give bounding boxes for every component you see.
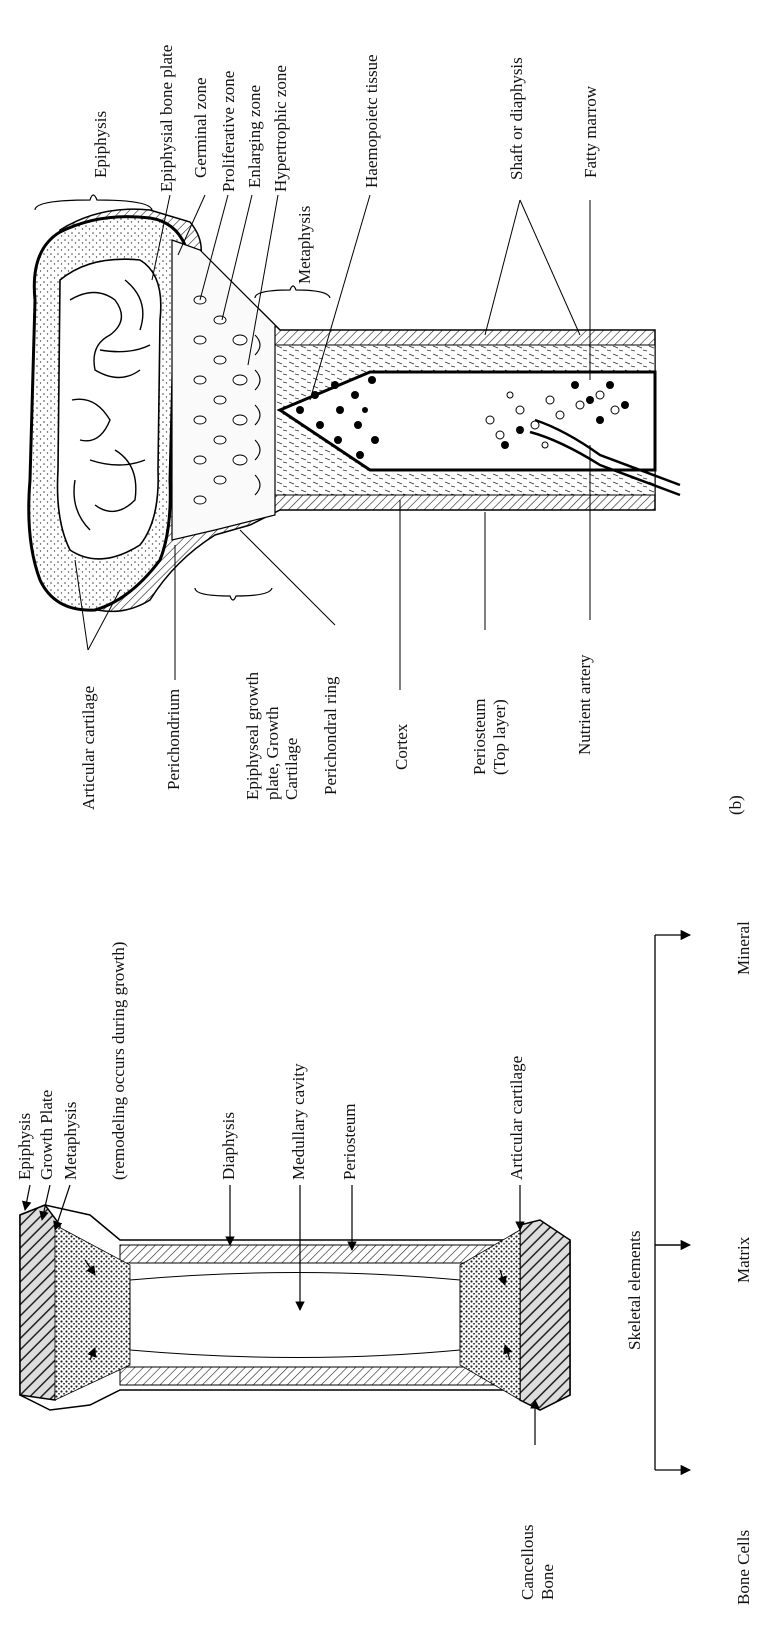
tree-child-mineral: Mineral bbox=[735, 921, 752, 975]
label-nutrient-artery: Nutrient artery bbox=[576, 654, 593, 755]
label-fatty-marrow: Fatty marrow bbox=[582, 86, 599, 178]
label-articular-cartilage-a: Articular cartilage bbox=[508, 1056, 525, 1180]
panel-label-b: (b) bbox=[727, 795, 744, 815]
label-articular-cartilage-b: Articular cartilage bbox=[80, 686, 97, 810]
label-periosteum-b: Periosteum (Top layer) bbox=[470, 699, 509, 776]
label-proliferative-zone: Proliferative zone bbox=[220, 71, 237, 192]
label-epiphysis-b: Epiphysis bbox=[92, 111, 109, 178]
label-enlarging-zone: Enlarging zone bbox=[246, 85, 263, 188]
epiphysis-trabeculae bbox=[58, 259, 161, 559]
tree-child-bone-cells: Bone Cells bbox=[735, 1530, 752, 1605]
label-growth-plate-a: Growth Plate bbox=[38, 1090, 55, 1180]
tree-child-matrix: Matrix bbox=[735, 1237, 752, 1283]
label-epiphysis-a: Epiphysis bbox=[16, 1113, 33, 1180]
label-cancellous-bone: Cancellous Bone bbox=[518, 1524, 557, 1600]
skeletal-elements-tree bbox=[655, 935, 690, 1470]
label-remodeling-note: (remodeling occurs during growth) bbox=[110, 942, 127, 1180]
label-metaphysis-a: Metaphysis bbox=[62, 1102, 79, 1180]
growth-plate bbox=[172, 240, 275, 540]
label-medullary-cavity: Medullary cavity bbox=[290, 1063, 307, 1180]
label-epiphyseal-growth-plate: Epiphyseal growth plate, Growth Cartilag… bbox=[243, 672, 302, 800]
label-haemopoietic-tissue: Haemopoietc tissue bbox=[363, 54, 380, 188]
label-germinal-zone: Germinal zone bbox=[192, 77, 209, 178]
label-perichondrium: Perichondrium bbox=[165, 689, 182, 790]
tree-root-label: Skeletal elements bbox=[626, 1231, 643, 1350]
label-diaphysis-a: Diaphysis bbox=[220, 1112, 237, 1180]
label-perichondral-ring: Perichondral ring bbox=[322, 677, 339, 796]
label-cortex: Cortex bbox=[393, 724, 410, 770]
label-shaft: Shaft or diaphysis bbox=[508, 57, 525, 180]
label-metaphysis-b: Metaphysis bbox=[296, 206, 313, 284]
panel-b-bone bbox=[29, 195, 680, 690]
label-periosteum-a: Periosteum bbox=[341, 1104, 358, 1181]
label-hypertrophic-zone: Hypertrophic zone bbox=[272, 65, 289, 192]
label-epiphysial-bone-plate: Epiphysial bone plate bbox=[158, 45, 175, 192]
panel-a-bone bbox=[20, 1185, 570, 1445]
